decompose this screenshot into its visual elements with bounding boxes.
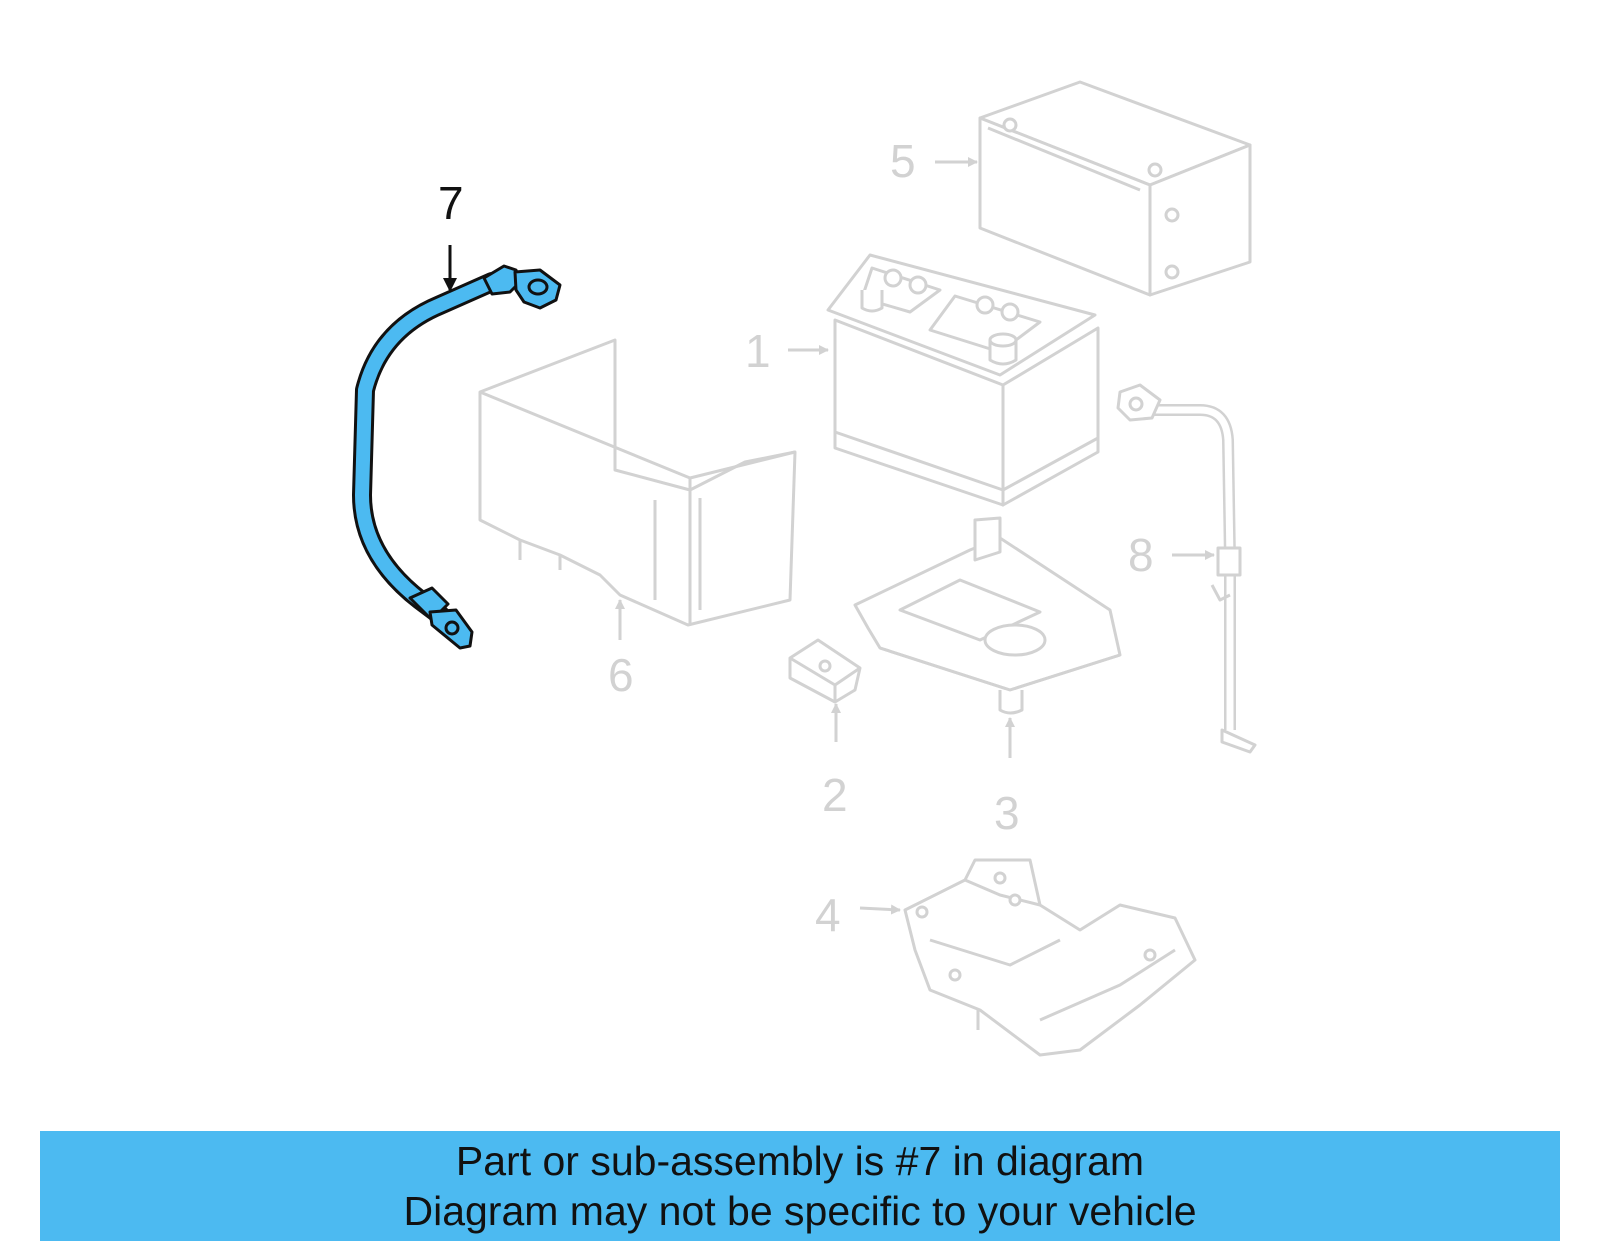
callout-arrows — [443, 157, 1215, 915]
part-8-cable[interactable] — [1116, 383, 1257, 754]
info-banner: Part or sub-assembly is #7 in diagram Di… — [40, 1131, 1560, 1241]
callout-6: 6 — [608, 649, 634, 701]
part-1-battery[interactable] — [826, 253, 1100, 507]
callout-4: 4 — [815, 889, 841, 941]
banner-line-1: Part or sub-assembly is #7 in diagram — [455, 1138, 1145, 1184]
callout-1: 1 — [745, 325, 771, 377]
callout-5: 5 — [890, 135, 916, 187]
callout-3: 3 — [994, 787, 1020, 839]
banner-line-2: Diagram may not be specific to your vehi… — [403, 1188, 1197, 1234]
callout-2: 2 — [822, 769, 848, 821]
part-2-clamp[interactable] — [788, 638, 862, 704]
part-5-battery-cover[interactable] — [978, 80, 1252, 297]
arrow-4 — [859, 904, 901, 915]
callout-7: 7 — [438, 177, 464, 229]
part-3-battery-base[interactable] — [853, 516, 1122, 715]
part-6-battery-tray[interactable] — [478, 338, 797, 627]
part-4-lower-bracket[interactable] — [903, 858, 1197, 1057]
part-7-battery-cable[interactable] — [352, 264, 562, 650]
callout-8: 8 — [1128, 529, 1154, 581]
parts-diagram — [352, 80, 1257, 1057]
